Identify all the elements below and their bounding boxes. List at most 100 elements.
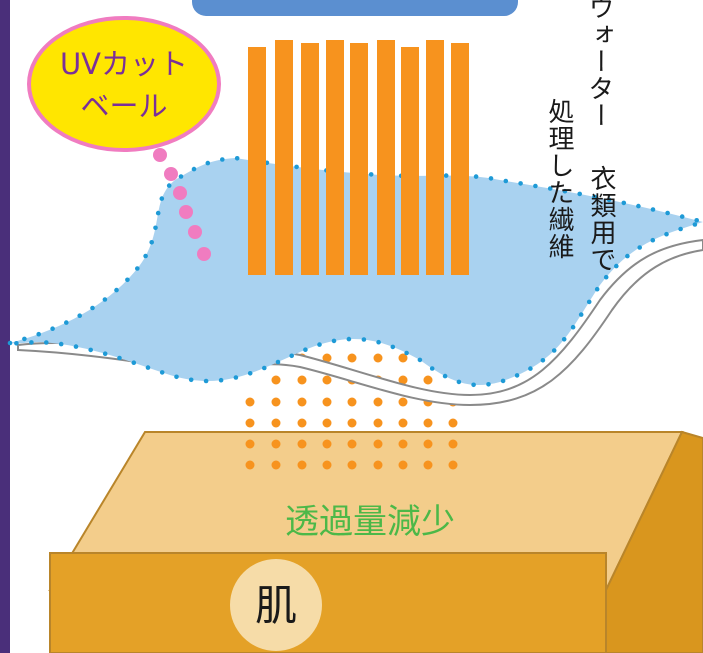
fabric-edge-dot — [664, 231, 669, 237]
transmitted-uv-dot — [423, 460, 433, 470]
fabric-edge-dot — [637, 245, 642, 250]
fabric-edge-dot — [376, 339, 381, 345]
fabric-edge-dot — [614, 263, 619, 269]
fabric-edge-dot — [135, 266, 140, 271]
fabric-edge-dot — [456, 379, 462, 385]
uv-cut-veil-label-line2: ベール — [80, 89, 167, 123]
fabric-edge-dot — [650, 237, 656, 243]
fabric-edge-dot — [14, 341, 19, 346]
fabric-edge-dot — [7, 340, 13, 346]
fabric-edge-dot — [22, 336, 27, 342]
fabric-edge-dot — [570, 324, 576, 330]
fabric-edge-dot — [503, 178, 509, 184]
transmitted-uv-dot — [423, 439, 433, 449]
transmitted-uv-dot — [322, 375, 332, 385]
uv-ray — [451, 43, 469, 275]
fabric-edge-dot — [143, 253, 148, 259]
fabric-edge-dot — [679, 214, 685, 219]
fabric-edge-dot — [234, 156, 240, 161]
transmitted-uv-dot — [347, 460, 357, 470]
fabric-edge-dot — [44, 340, 49, 345]
uv-ray — [301, 43, 319, 275]
veil-trail-dot — [179, 205, 193, 219]
fabric-edge-dot — [636, 203, 641, 209]
uv-ray — [275, 40, 293, 275]
fabric-edge-dot — [533, 183, 538, 189]
fabric-edge-dot — [73, 344, 79, 349]
fabric-edge-dot — [488, 176, 494, 181]
transmitted-uv-dot — [245, 397, 255, 407]
transmitted-uv-dot — [297, 460, 307, 470]
fabric-edge-dot — [117, 355, 122, 361]
fabric-edge-dot — [368, 172, 374, 177]
fabric-edge-dot — [77, 313, 82, 319]
uv-ray — [350, 43, 368, 275]
transmitted-uv-dot — [271, 439, 281, 449]
fabric-edge-dot — [694, 218, 699, 223]
fabric-edge-dot — [90, 305, 95, 311]
transmitted-uv-dot — [373, 439, 383, 449]
uv-cut-veil-label-line1: UVカット — [60, 47, 188, 81]
fabric-edge-dot — [166, 183, 172, 188]
fabric-edge-dot — [692, 222, 698, 227]
uv-ray — [377, 40, 395, 275]
transmitted-uv-dot — [448, 439, 458, 449]
veil-trail-dot — [188, 225, 202, 239]
transmitted-uv-dot — [398, 439, 408, 449]
caption-column-treated-fiber: 処理した繊維 — [544, 98, 574, 260]
fabric-edge-dot — [486, 382, 491, 387]
fabric-edge-dot — [125, 277, 130, 283]
transmitted-uv-dot — [297, 397, 307, 407]
fabric-edge-dot — [429, 366, 435, 371]
transmitted-uv-dot — [448, 418, 458, 428]
fabric-edge-dot — [625, 253, 630, 259]
caption-column-for-clothing: 衣類用で — [586, 165, 616, 273]
transmitted-uv-dot — [347, 353, 357, 363]
transmitted-uv-dot — [322, 397, 332, 407]
fabric-edge-dot — [178, 174, 184, 179]
fabric-edge-dot — [159, 370, 165, 375]
fabric-edge-dot — [528, 366, 533, 371]
skin-label-circle — [230, 559, 322, 651]
uv-cut-veil-bubble — [27, 16, 221, 152]
fabric-edge-dot — [149, 240, 154, 245]
fabric-edge-dot — [317, 342, 322, 347]
fabric-edge-dot — [562, 188, 568, 194]
fabric-edge-dot — [203, 378, 209, 384]
fabric-edge-dot — [547, 186, 553, 191]
fabric-edge-dot — [145, 365, 151, 370]
fabric-edge-dot — [50, 326, 55, 332]
fabric-edge-dot — [218, 377, 224, 383]
fabric-edge-dot — [417, 357, 423, 363]
fabric-edge-dot — [443, 173, 449, 178]
left-frame-border — [0, 0, 10, 653]
fabric-edge-dot — [102, 351, 108, 357]
fabric-edge-dot — [577, 191, 582, 197]
fabric-edge-dot — [159, 196, 165, 201]
fabric-edge-dot — [442, 373, 448, 379]
transmitted-uv-dot — [398, 397, 408, 407]
fabric-edge-dot — [88, 347, 93, 353]
fabric-edge-dot — [540, 358, 546, 363]
transmitted-uv-dot — [297, 418, 307, 428]
fabric-edge-dot — [390, 344, 396, 350]
fabric-edge-dot — [473, 174, 479, 179]
fabric-edge-dot — [303, 347, 308, 353]
fabric-edge-dot — [586, 299, 592, 305]
veil-trail-dot — [153, 148, 167, 162]
transmitted-uv-dot — [297, 375, 307, 385]
transmitted-uv-dot — [373, 418, 383, 428]
transmitted-uv-dot — [398, 375, 408, 385]
transmitted-uv-dot — [271, 375, 281, 385]
transmitted-uv-dot — [373, 397, 383, 407]
skin-block-right-face — [605, 430, 703, 653]
fabric-edge-dot — [262, 365, 267, 371]
fabric-edge-dot — [174, 374, 179, 380]
fabric-edge-dot — [205, 160, 211, 166]
veil-trail-dot — [197, 247, 211, 261]
transmitted-uv-dot — [398, 460, 408, 470]
fabric-edge-dot — [551, 348, 557, 353]
fabric-edge-dot — [114, 287, 119, 293]
skin-label-badge: 肌 — [230, 559, 322, 651]
